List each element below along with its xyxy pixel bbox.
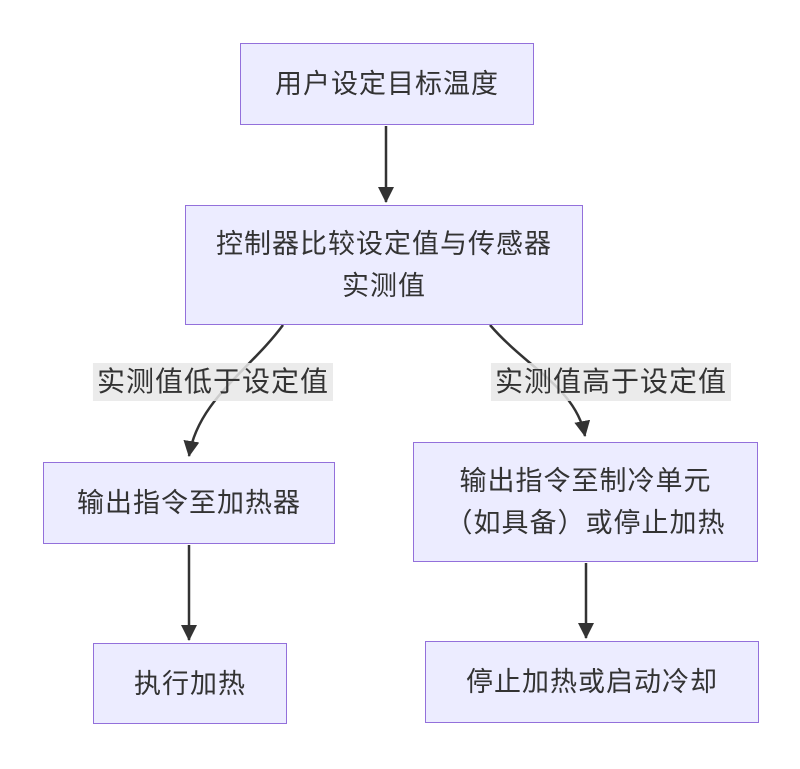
node-label-line1: 输出指令至制冷单元 xyxy=(459,466,712,496)
edge-label-below-setpoint: 实测值低于设定值 xyxy=(92,363,334,401)
node-label: 用户设定目标温度 xyxy=(275,69,499,99)
node-label: 输出指令至加热器 xyxy=(77,488,301,518)
node-label: 执行加热 xyxy=(134,668,246,699)
node-command-cooler: 输出指令至制冷单元 （如具备）或停止加热 xyxy=(413,442,758,562)
node-label-line1: 控制器比较设定值与传感器 xyxy=(216,229,552,259)
node-stop-or-cool: 停止加热或启动冷却 xyxy=(425,641,759,723)
node-command-heater: 输出指令至加热器 xyxy=(43,462,335,544)
node-label-line2: 实测值 xyxy=(342,271,426,301)
node-label: 停止加热或启动冷却 xyxy=(466,667,718,697)
edge-label-above-setpoint: 实测值高于设定值 xyxy=(490,363,732,401)
node-do-heating: 执行加热 xyxy=(93,643,287,724)
node-label-line2: （如具备）或停止加热 xyxy=(445,508,726,538)
node-set-target-temp: 用户设定目标温度 xyxy=(240,43,534,125)
node-compare-values: 控制器比较设定值与传感器 实测值 xyxy=(185,205,583,325)
